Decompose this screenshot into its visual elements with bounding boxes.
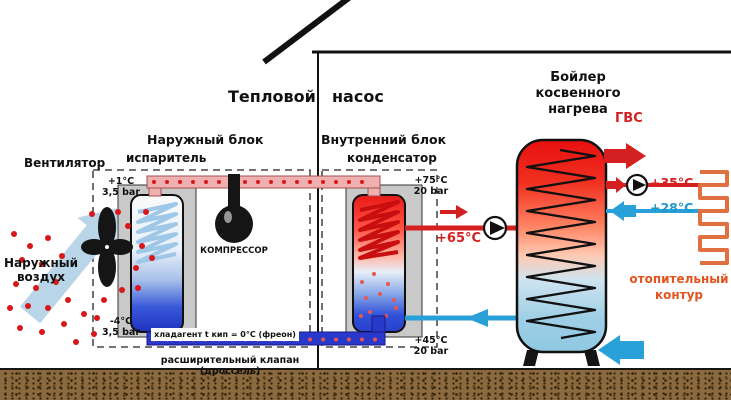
flow-arrow-left-icon	[466, 309, 488, 327]
condenser-top-pressure: 20 bar	[413, 185, 449, 197]
flow-arrow-right-icon	[606, 177, 626, 193]
pump-icon	[482, 215, 508, 241]
compressor-body	[215, 205, 253, 243]
outdoor-air-label: Наружный воздух	[4, 256, 79, 285]
heating-circuit-line1: отопительный	[629, 272, 729, 286]
flow-arrow-right-icon	[440, 205, 468, 219]
boiler-leg-right	[584, 350, 600, 366]
boiler-return-pipe	[405, 309, 517, 327]
condenser-dots	[359, 272, 398, 318]
heating-supply-temp-label: +35°С	[650, 175, 694, 190]
evaporator-bottom-pressure: 3,5 bar	[101, 326, 141, 338]
ground-soil	[0, 368, 731, 400]
boiler-leg-left	[523, 350, 539, 366]
indoor-unit-label: Внутренний блок	[321, 132, 447, 147]
evaporator-bottom-readout: -4°С 3,5 bar	[98, 316, 144, 339]
condenser-top-temp: +75°С	[414, 175, 448, 186]
flow-arrow-left-icon	[610, 201, 636, 221]
evaporator-bottom-temp: -4°С	[109, 316, 133, 327]
boiler-label-line2: косвенного	[535, 86, 621, 101]
boiler-label: Бойлер косвенного нагрева	[518, 70, 638, 118]
heating-supply-pipe	[606, 177, 700, 193]
condenser-top-readout: +75°С 20 bar	[408, 175, 454, 198]
condenser-bottom-pressure: 20 bar	[413, 345, 449, 357]
boiler-heat-exchanger-coil	[525, 148, 597, 340]
heating-circuit-label: отопительный контур	[624, 271, 731, 303]
supply-temp-label: +65°С	[436, 231, 482, 246]
condenser-label: конденсатор	[347, 151, 437, 165]
expansion-valve-label: расширительный клапан (дроссель)	[160, 355, 300, 377]
compressor-label: КОМПРЕССОР	[200, 246, 268, 256]
condenser-bottom-temp: +45°С	[414, 335, 448, 346]
title-left: Тепловой	[228, 87, 316, 106]
dhw-label: ГВС	[615, 111, 643, 126]
house-structure	[262, 0, 731, 368]
evaporator-coil	[136, 202, 178, 264]
boiler-tank	[515, 138, 608, 354]
compressor	[215, 174, 253, 243]
condenser	[345, 184, 423, 338]
title-right: насос	[332, 87, 384, 106]
gas-pipe	[146, 175, 381, 197]
evaporator-top-pressure: 3,5 bar	[101, 186, 141, 198]
condenser-bottom-readout: +45°С 20 bar	[408, 335, 454, 358]
evaporator-top-temp: +1°С	[107, 176, 135, 187]
outdoor-air-arrow-icon	[19, 208, 118, 324]
cold-water-arrow-icon	[598, 335, 644, 365]
boiler	[515, 138, 608, 366]
outdoor-air-line2: воздух	[16, 269, 66, 284]
heating-circuit-coil	[698, 170, 729, 265]
heating-return-temp-label: +28°С	[650, 200, 694, 215]
boiler-label-line1: Бойлер	[550, 70, 606, 85]
fan-icon	[81, 207, 133, 287]
boiler-label-line3: нагрева	[548, 102, 608, 117]
indoor-unit-box	[321, 169, 438, 348]
outdoor-air-line1: Наружный	[4, 256, 79, 270]
pump-icon	[625, 173, 649, 197]
evaporator	[117, 184, 197, 338]
condenser-coil	[358, 200, 400, 260]
heating-circuit-line2: контур	[654, 288, 704, 302]
air-dots	[7, 209, 155, 345]
fan-label: Вентилятор	[24, 156, 106, 170]
compressor-neck	[228, 174, 240, 208]
roof-line	[262, 0, 352, 65]
evaporator-label: испаритель	[126, 151, 207, 165]
outdoor-unit-label: Наружный блок	[147, 132, 264, 147]
heating-return-pipe	[606, 201, 700, 221]
dhw-arrow-icon	[604, 143, 646, 169]
refrigerant-label: хладагент t кип = 0°С (фреон)	[151, 328, 299, 341]
evaporator-top-readout: +1°С 3,5 bar	[98, 176, 144, 199]
